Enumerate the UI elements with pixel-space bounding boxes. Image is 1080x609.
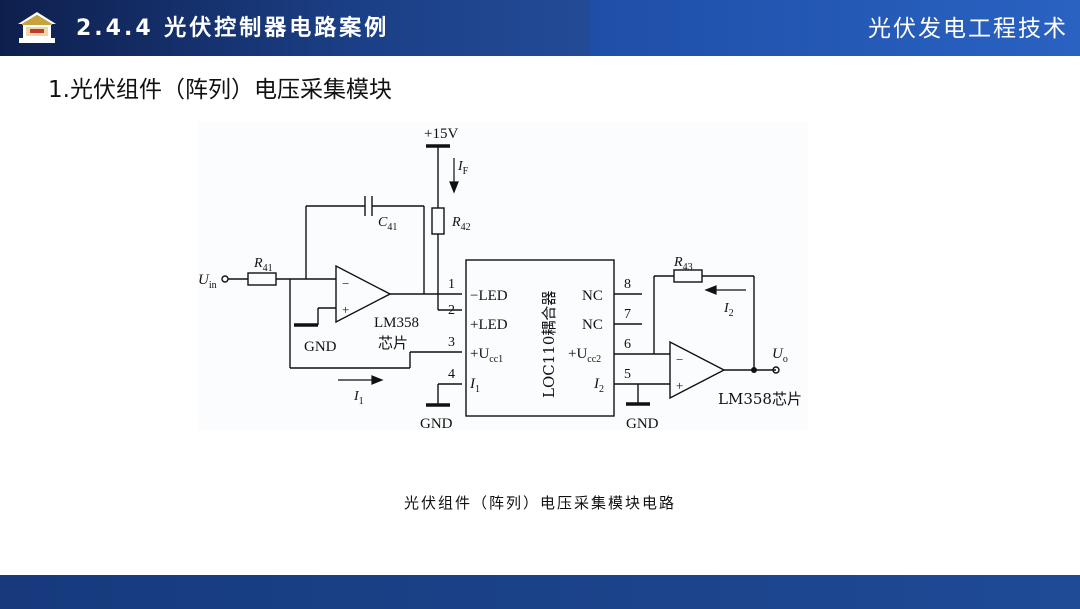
uo-terminal xyxy=(772,366,780,374)
uin-label: Uin xyxy=(198,272,217,291)
circuit-diagram-panel: +15V IF R42 C41 R41 Uin − + LM358 芯片 GND… xyxy=(198,122,808,432)
header-left-band xyxy=(0,0,590,56)
pin6-name: +Ucc2 xyxy=(568,346,601,365)
pin8-name: NC xyxy=(582,288,603,304)
r41-resistor xyxy=(247,272,277,286)
uo-label: Uo xyxy=(772,346,788,365)
pin2-name: +LED xyxy=(470,317,508,333)
pin7-name: NC xyxy=(582,317,603,333)
lm358-a-label: LM358 xyxy=(374,315,419,331)
gnd-a-label: GND xyxy=(304,339,337,355)
if-label: IF xyxy=(457,159,469,177)
section-title: 1.光伏组件（阵列）电压采集模块 xyxy=(48,77,392,103)
r42-resistor xyxy=(431,207,445,235)
opamp-b-minus: − xyxy=(676,352,683,367)
r41-label: R41 xyxy=(253,256,273,274)
i2-label: I2 xyxy=(723,301,734,319)
c41-label: C41 xyxy=(378,215,397,233)
r43-label: R43 xyxy=(673,255,693,273)
header-right-band xyxy=(590,0,1080,56)
pin8-number: 8 xyxy=(624,277,631,292)
figure-caption: 光伏组件（阵列）电压采集模块电路 xyxy=(403,494,676,512)
header-bar: 2.4.4 光伏控制器电路案例 光伏发电工程技术 xyxy=(0,0,1080,56)
pin4-name: I1 xyxy=(469,376,480,395)
gnd-b-label: GND xyxy=(420,416,453,430)
chip-a-label: 芯片 xyxy=(378,334,408,352)
course-name: 光伏发电工程技术 xyxy=(868,16,1068,42)
pin7-number: 7 xyxy=(624,307,631,322)
opamp-a xyxy=(335,264,392,324)
i1-label: I1 xyxy=(353,389,364,407)
output-node xyxy=(751,367,757,373)
gnd-c-label: GND xyxy=(626,416,659,430)
i1-arrow xyxy=(371,375,384,385)
if-arrow xyxy=(449,181,459,194)
pin5-name: I2 xyxy=(593,376,604,395)
pin3-number: 3 xyxy=(448,335,455,350)
opamp-b-plus: + xyxy=(676,378,683,393)
r42-label: R42 xyxy=(451,215,471,233)
pin4-number: 4 xyxy=(448,367,455,382)
uin-terminal xyxy=(221,275,229,283)
pin1-name: −LED xyxy=(470,288,508,304)
supply-label: +15V xyxy=(424,126,458,142)
opamp-a-minus: − xyxy=(342,276,349,291)
pin1-number: 1 xyxy=(448,277,455,292)
i2-arrow xyxy=(704,285,717,295)
pin5-number: 5 xyxy=(624,367,631,382)
opamp-a-plus: + xyxy=(342,302,349,317)
coupler-label: LOC110耦合器 xyxy=(540,291,558,398)
header-title: 2.4.4 光伏控制器电路案例 xyxy=(76,16,390,41)
footer-bar xyxy=(0,575,1080,609)
opamp-b xyxy=(669,340,726,400)
pin6-number: 6 xyxy=(624,337,631,352)
loc110-coupler xyxy=(465,259,615,417)
lm358-b-label: LM358芯片 xyxy=(718,390,802,408)
circuit-diagram: +15V IF R42 C41 R41 Uin − + LM358 芯片 GND… xyxy=(198,126,802,432)
pin3-name: +Ucc1 xyxy=(470,346,503,365)
school-logo-icon xyxy=(18,12,56,43)
pin2-number: 2 xyxy=(448,303,455,318)
